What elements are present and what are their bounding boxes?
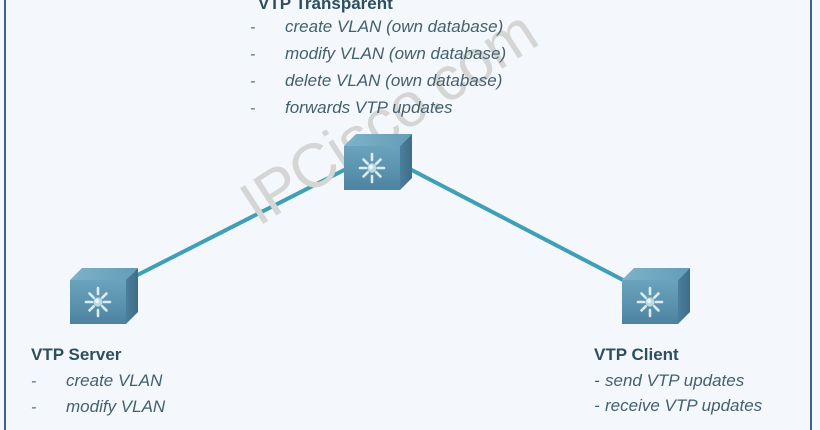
list-item: - delete VLAN (own database) xyxy=(250,68,506,95)
list-item: - modify VLAN xyxy=(31,394,165,420)
vtp-client-title: VTP Client xyxy=(594,345,679,364)
vtp-transparent-text-block: VTP Transparent - create VLAN (own datab… xyxy=(250,0,506,122)
right-border xyxy=(810,0,812,430)
node-vtp-client[interactable] xyxy=(620,266,692,328)
bullet-dash: - xyxy=(594,371,600,390)
bullet-dash: - xyxy=(250,73,256,90)
list-item: - receive VTP updates xyxy=(594,393,762,418)
bullet-dash: - xyxy=(31,399,37,416)
list-item: - modify VLAN (own database) xyxy=(250,41,506,68)
vtp-transparent-title: VTP Transparent xyxy=(258,0,393,13)
bullet-text: create VLAN (own database) xyxy=(285,17,504,36)
switch-icon xyxy=(70,268,138,324)
bullet-text: modify VLAN (own database) xyxy=(285,44,507,63)
bullet-dash: - xyxy=(594,396,600,415)
link-server-to-transparent xyxy=(102,164,354,294)
bullet-text: forwards VTP updates xyxy=(285,98,453,117)
link-transparent-to-client xyxy=(402,164,648,294)
list-item: - create VLAN xyxy=(31,368,165,394)
node-vtp-server[interactable] xyxy=(68,266,140,328)
bullet-text: receive VTP updates xyxy=(605,396,763,415)
bullet-text: send VTP updates xyxy=(605,371,745,390)
bullet-text: create VLAN xyxy=(66,371,163,390)
bullet-dash: - xyxy=(250,100,256,117)
list-item: - send VTP updates xyxy=(594,368,762,393)
bullet-text: delete VLAN (own database) xyxy=(285,71,503,90)
list-item: - create VLAN (own database) xyxy=(250,14,506,41)
bullet-text: modify VLAN xyxy=(66,397,166,416)
bullet-dash: - xyxy=(250,19,256,36)
vtp-server-title: VTP Server xyxy=(31,345,122,364)
switch-icon xyxy=(622,268,690,324)
vtp-server-text-block: VTP Server - create VLAN - modify VLAN xyxy=(31,345,165,420)
vtp-client-text-block: VTP Client - send VTP updates - receive … xyxy=(594,345,762,418)
list-item: - forwards VTP updates xyxy=(250,95,506,122)
bullet-dash: - xyxy=(31,373,37,390)
bullet-dash: - xyxy=(250,46,256,63)
left-border xyxy=(4,0,6,430)
switch-icon xyxy=(344,134,412,190)
node-vtp-transparent[interactable] xyxy=(342,132,414,194)
